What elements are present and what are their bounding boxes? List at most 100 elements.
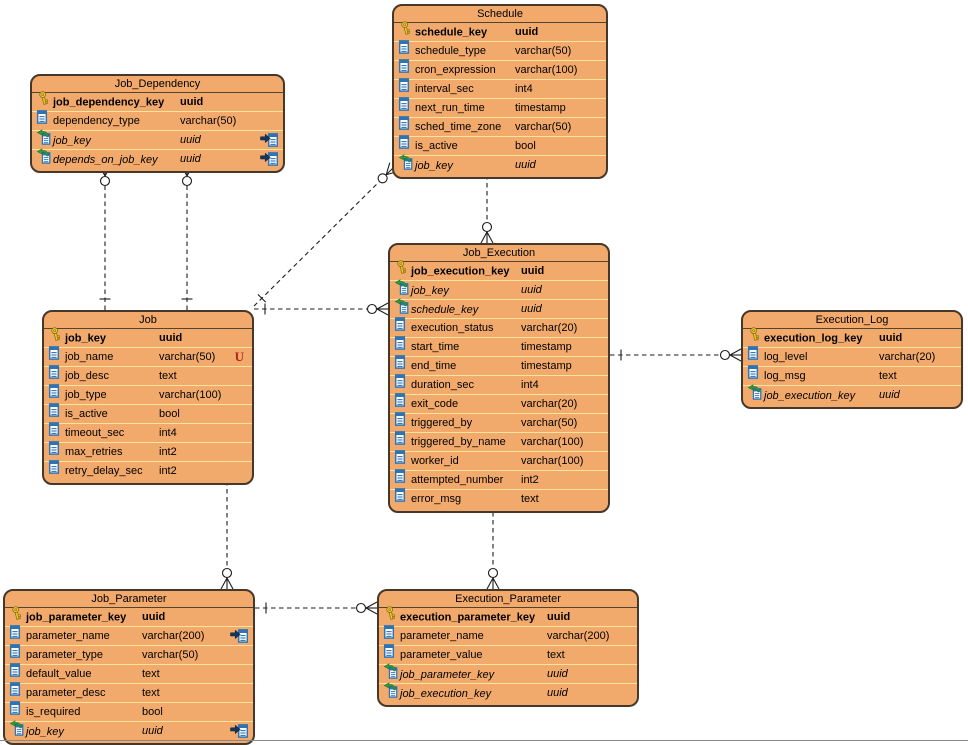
column-icon xyxy=(394,488,411,508)
field-name: job_key xyxy=(415,160,453,172)
entity-title-job_parameter[interactable]: Job_Parameter xyxy=(5,591,253,608)
field-name: execution_parameter_key xyxy=(400,611,536,624)
entity-title-execution_parameter[interactable]: Execution_Parameter xyxy=(379,591,637,608)
relationship-job-dependency-depends-on-job-key-to-job[interactable] xyxy=(180,164,194,310)
relationship-job-dependency-job-key-to-job[interactable] xyxy=(98,164,112,310)
column-icon xyxy=(48,403,65,423)
entity-title-job_execution[interactable]: Job_Execution xyxy=(390,245,608,262)
entity-title-job[interactable]: Job xyxy=(44,312,252,329)
column-icon xyxy=(48,365,65,385)
field-name: job_execution_key xyxy=(764,390,856,402)
entity-title-schedule[interactable]: Schedule xyxy=(394,6,606,23)
field-type: uuid xyxy=(547,668,568,680)
field-type: int2 xyxy=(159,446,177,458)
relationship-execution-log-job-execution-key-to-job-execution[interactable] xyxy=(610,348,742,362)
field-name: parameter_value xyxy=(400,649,483,662)
field-type: varchar(50) xyxy=(159,351,216,363)
field-name: exit_code xyxy=(411,398,459,411)
field-type: text xyxy=(159,370,177,382)
relationship-execution-parameter-job-parameter-key-to-job-parameter[interactable] xyxy=(255,601,378,615)
column-icon xyxy=(394,393,411,413)
field-name: job_key xyxy=(65,332,106,345)
relationship-job-parameter-job-key-to-job[interactable] xyxy=(220,473,234,590)
fk-arrow-icon xyxy=(398,154,415,176)
field-name: timeout_sec xyxy=(65,427,125,440)
field-name: job_parameter_key xyxy=(400,669,495,681)
field-name: retry_delay_sec xyxy=(65,465,143,478)
relationship-schedule-job-key-to-job[interactable] xyxy=(253,162,399,307)
entity-title-execution_log[interactable]: Execution_Log xyxy=(743,312,961,329)
field-type: varchar(20) xyxy=(521,322,578,334)
field-row-job_parameter_key[interactable]: job_parameter_key uuid xyxy=(379,663,637,683)
field-name: end_time xyxy=(411,360,457,373)
field-name: worker_id xyxy=(411,455,459,468)
column-icon xyxy=(36,110,53,130)
field-name: job_key xyxy=(53,135,91,147)
field-name: job_name xyxy=(65,351,114,364)
column-icon xyxy=(394,336,411,356)
entity-title-job_dependency[interactable]: Job_Dependency xyxy=(32,76,283,93)
field-type: varchar(100) xyxy=(521,436,584,448)
field-type: int4 xyxy=(521,379,539,391)
field-type: uuid xyxy=(515,26,539,38)
field-name: job_parameter_key xyxy=(26,611,127,624)
relationship-job-execution-job-key-to-job[interactable] xyxy=(254,302,389,316)
